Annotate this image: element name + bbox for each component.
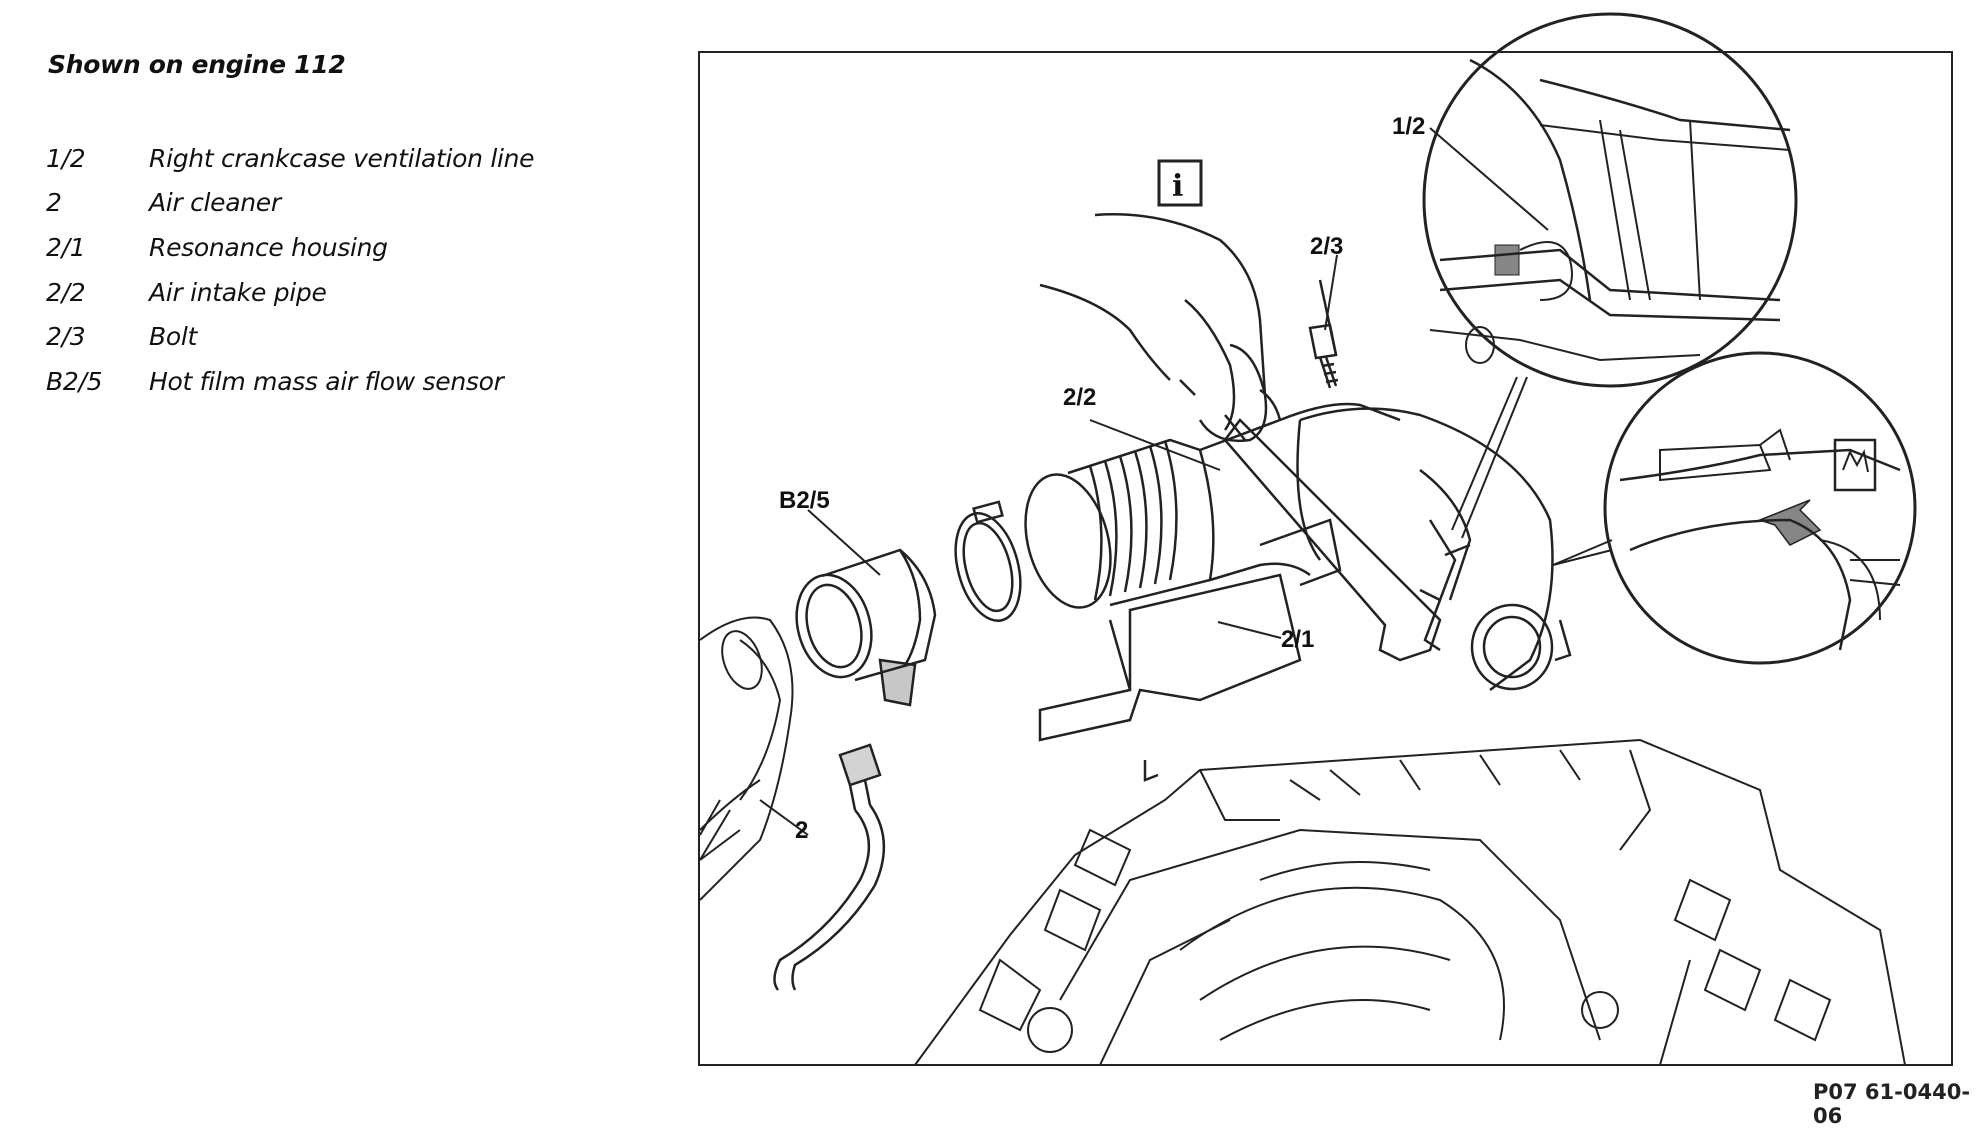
legend-item: 1/2 Right crankcase ventilation line bbox=[46, 136, 535, 181]
detail-magnifier-right bbox=[1603, 351, 1917, 665]
legend-item: 2/1 Resonance housing bbox=[46, 225, 534, 270]
legend-code: B2/5 bbox=[46, 366, 103, 396]
legend-code: 2/2 bbox=[46, 277, 86, 307]
figure-reference: P07 61-0440-06 bbox=[1813, 1080, 1971, 1128]
legend-code: 2/3 bbox=[46, 322, 86, 352]
engine-block bbox=[914, 738, 1906, 1066]
leader-lines bbox=[699, 127, 1613, 861]
legend-code: 2/1 bbox=[46, 232, 86, 262]
legend-label: Air intake pipe bbox=[149, 277, 327, 307]
air-cleaner bbox=[699, 616, 794, 901]
legend-code: 2 bbox=[46, 188, 62, 218]
callout-2-1: 2/1 bbox=[1281, 626, 1314, 653]
hose-clamp bbox=[954, 500, 1022, 622]
legend-item: B2/5 Hot film mass air flow sensor bbox=[46, 359, 534, 404]
legend: 1/2 Right crankcase ventilation line 2 A… bbox=[46, 136, 535, 404]
heading: Shown on engine 112 bbox=[48, 50, 346, 79]
legend-label: Resonance housing bbox=[149, 232, 388, 262]
callout-1-2: 1/2 bbox=[1392, 113, 1425, 140]
legend-label: Bolt bbox=[149, 322, 197, 352]
callout-2: 2 bbox=[795, 817, 808, 844]
info-symbol-box bbox=[1157, 159, 1203, 207]
legend-label: Air cleaner bbox=[149, 188, 281, 218]
hand bbox=[1039, 213, 1282, 443]
legend-label: Right crankcase ventilation line bbox=[149, 143, 535, 173]
legend-code: 1/2 bbox=[46, 143, 86, 173]
callout-b2-5: B2/5 bbox=[779, 487, 830, 514]
callout-2-3: 2/3 bbox=[1310, 233, 1343, 260]
legend-label: Hot film mass air flow sensor bbox=[149, 366, 504, 396]
mass-air-flow-sensor bbox=[795, 548, 937, 707]
callout-2-2: 2/2 bbox=[1063, 384, 1096, 411]
detail-magnifier-top bbox=[1422, 12, 1798, 388]
figure-frame bbox=[698, 51, 1953, 1066]
legend-item: 2 Air cleaner bbox=[46, 181, 534, 226]
air-cleaner-housing bbox=[1296, 407, 1572, 691]
wrench bbox=[1223, 414, 1442, 662]
legend-item: 2/3 Bolt bbox=[46, 314, 534, 359]
resonance-housing bbox=[1038, 518, 1342, 782]
air-intake-pipe bbox=[1024, 402, 1401, 609]
wiring-harness bbox=[773, 743, 886, 991]
bolt bbox=[1308, 279, 1339, 389]
legend-item: 2/2 Air intake pipe bbox=[46, 270, 534, 315]
info-symbol: i bbox=[1172, 169, 1183, 204]
crankcase-connector bbox=[1419, 519, 1471, 602]
